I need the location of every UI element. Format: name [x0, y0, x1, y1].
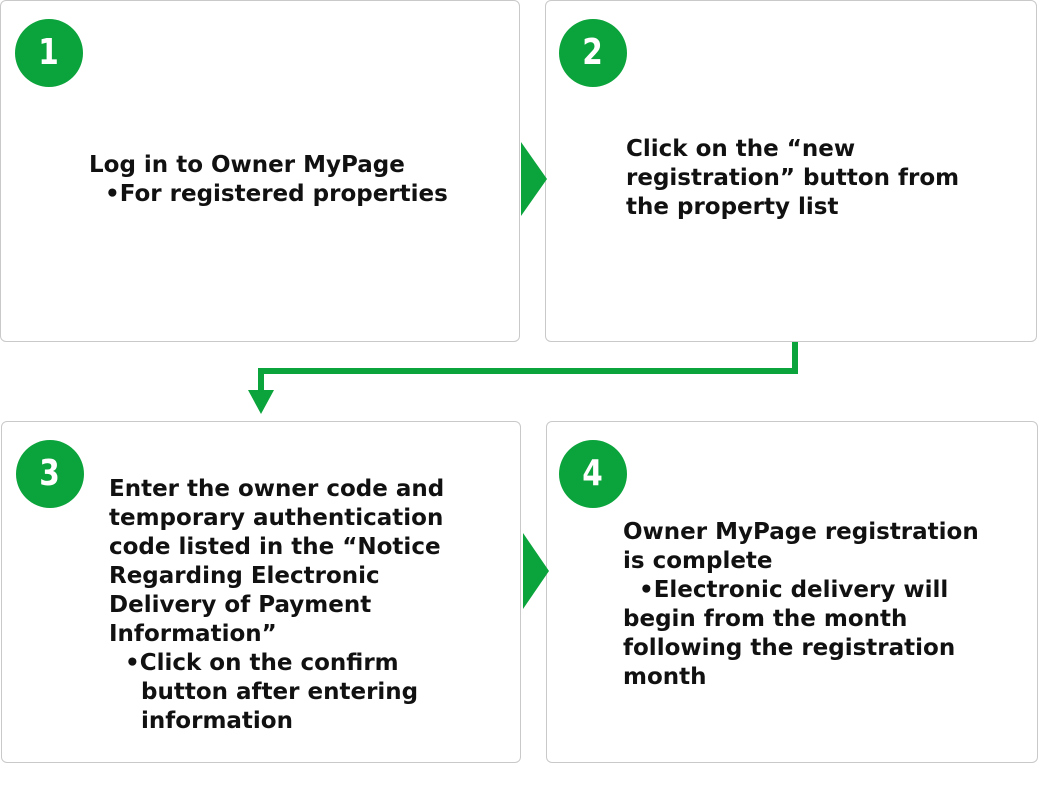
step-4-text: Owner MyPage registration is complete •E… [623, 518, 979, 692]
step-3-line-7: •Click on the confirm [109, 650, 399, 676]
arrow-down-icon [248, 390, 274, 414]
step-3-line-1: Enter the owner code and [109, 476, 445, 502]
step-3-line-3: code listed in the “Notice [109, 534, 441, 560]
step-1-box: 1 Log in to Owner MyPage •For registered… [0, 0, 520, 342]
step-3-line-6: Information” [109, 621, 277, 647]
step-4-line-5: following the registration [623, 635, 956, 661]
step-2-badge: 2 [559, 19, 627, 87]
step-2-line-3: the property list [626, 194, 839, 220]
step-1-line-1: Log in to Owner MyPage [89, 152, 405, 178]
step-4-line-4: begin from the month [623, 606, 908, 632]
step-2-box: 2 Click on the “new registration” button… [545, 0, 1037, 342]
step-3-line-4: Regarding Electronic [109, 563, 380, 589]
step-3-box: 3 Enter the owner code and temporary aut… [1, 421, 521, 763]
step-1-badge: 1 [15, 19, 83, 87]
step-2-text: Click on the “new registration” button f… [626, 135, 959, 222]
step-3-line-2: temporary authentication [109, 505, 444, 531]
step-3-line-9: information [109, 708, 293, 734]
step-3-line-8: button after entering [109, 679, 419, 705]
step-3-line-5: Delivery of Payment [109, 592, 372, 618]
step-4-line-1: Owner MyPage registration [623, 519, 979, 545]
step-1-text: Log in to Owner MyPage •For registered p… [89, 151, 448, 209]
step-3-text: Enter the owner code and temporary authe… [109, 475, 444, 736]
step-4-line-6: month [623, 664, 707, 690]
step-4-line-3: •Electronic delivery will [623, 577, 949, 603]
step-1-line-2: •For registered properties [89, 181, 448, 207]
connector-line [258, 342, 798, 392]
arrow-right-icon [521, 142, 547, 216]
step-4-badge: 4 [559, 440, 627, 508]
step-2-line-2: registration” button from [626, 165, 960, 191]
step-2-line-1: Click on the “new [626, 136, 856, 162]
step-3-badge: 3 [16, 440, 84, 508]
step-4-box: 4 Owner MyPage registration is complete … [546, 421, 1038, 763]
step-4-line-2: is complete [623, 548, 773, 574]
